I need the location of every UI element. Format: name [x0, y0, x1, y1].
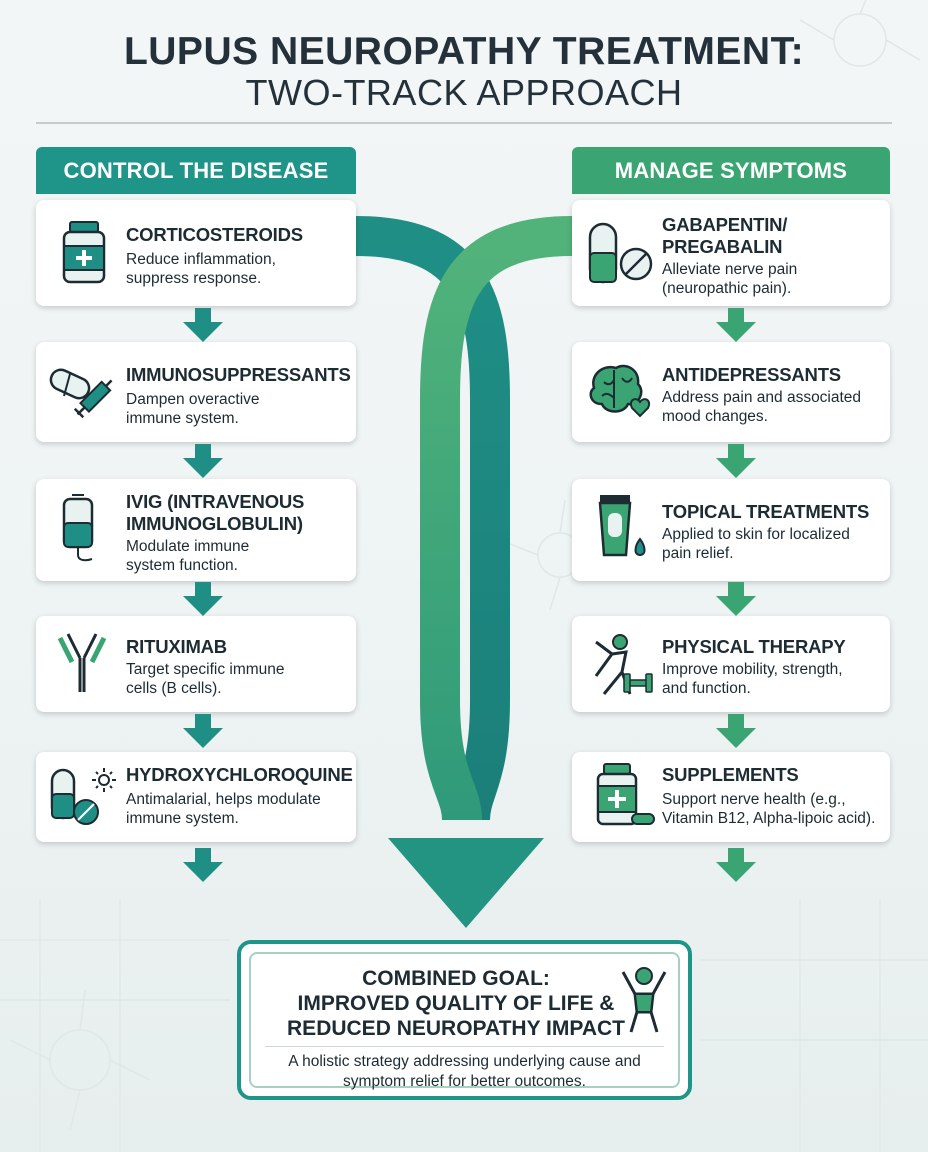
card-topical-treatments: TOPICAL TREATMENTS Applied to skin for l…	[572, 479, 890, 581]
card-rituximab: RITUXIMAB Target specific immune cells (…	[36, 616, 356, 712]
green-flow-arrow	[420, 216, 573, 822]
card-description: Antimalarial, helps modulate immune syst…	[126, 791, 321, 827]
exercise-icon	[594, 634, 653, 695]
card-description: Target specific immune cells (B cells).	[126, 661, 285, 697]
card-supplements: SUPPLEMENTS Support nerve health (e.g., …	[572, 752, 890, 842]
card-title: IVIG (INTRAVENOUS IMMUNOGLOBULIN)	[126, 491, 305, 534]
card-gabapentin: GABAPENTIN/ PREGABALIN Alleviate nerve p…	[572, 200, 890, 306]
goal-description: A holistic strategy addressing underlyin…	[288, 1053, 641, 1090]
card-title: IMMUNOSUPPRESSANTS	[126, 364, 351, 385]
antibody-icon	[57, 633, 107, 692]
capsule-tablet-icon	[588, 222, 653, 284]
down-arrow	[716, 582, 756, 616]
down-arrow	[183, 444, 223, 478]
down-arrow	[716, 848, 756, 882]
card-immunosuppressants: IMMUNOSUPPRESSANTS Dampen overactive imm…	[36, 342, 356, 442]
brain-heart-icon	[589, 364, 650, 418]
medicine-bottle-icon	[62, 221, 106, 284]
pill-syringe-icon	[49, 368, 113, 419]
card-description: Support nerve health (e.g., Vitamin B12,…	[662, 791, 876, 827]
down-arrow	[183, 582, 223, 616]
card-description: Reduce inflammation, suppress response.	[126, 251, 276, 287]
card-description: Alleviate nerve pain (neuropathic pain).	[662, 261, 798, 297]
card-title: TOPICAL TREATMENTS	[662, 501, 870, 522]
card-description: Address pain and associated mood changes…	[662, 389, 862, 425]
combined-goal-box: COMBINED GOAL: IMPROVED QUALITY OF LIFE …	[237, 940, 692, 1100]
page-title: LUPUS NEUROPATHY TREATMENT:	[123, 30, 805, 73]
title-divider	[36, 122, 892, 124]
pill-sun-icon	[50, 768, 116, 825]
card-title: GABAPENTIN/ PREGABALIN	[662, 214, 788, 257]
card-description: Applied to skin for localized pain relie…	[662, 526, 850, 562]
card-title: RITUXIMAB	[126, 636, 227, 657]
card-corticosteroids: CORTICOSTEROIDS Reduce inflammation, sup…	[36, 200, 356, 306]
card-title: CORTICOSTEROIDS	[126, 224, 303, 245]
iv-bag-icon	[62, 494, 94, 562]
card-antidepressants: ANTIDEPRESSANTS Address pain and associa…	[572, 342, 890, 442]
down-arrow	[716, 308, 756, 342]
card-ivig: IVIG (INTRAVENOUS IMMUNOGLOBULIN) Modula…	[36, 479, 356, 581]
card-description: Improve mobility, strength, and function…	[662, 661, 843, 697]
down-arrow	[183, 308, 223, 342]
card-physical-therapy: PHYSICAL THERAPY Improve mobility, stren…	[572, 616, 890, 712]
goal-divider	[265, 1046, 664, 1047]
down-arrow	[183, 714, 223, 748]
supplement-bottle-icon	[596, 763, 655, 826]
right-track-header: MANAGE SYMPTOMS	[572, 147, 890, 194]
down-arrow	[716, 714, 756, 748]
card-hydroxychloroquine: HYDROXYCHLOROQUINE Antimalarial, helps m…	[36, 752, 356, 842]
down-arrow	[183, 848, 223, 882]
card-title: ANTIDEPRESSANTS	[662, 364, 841, 385]
goal-inner-frame	[249, 952, 680, 1088]
goal-title: COMBINED GOAL: IMPROVED QUALITY OF LIFE …	[287, 967, 625, 1040]
card-title: PHYSICAL THERAPY	[662, 636, 846, 657]
card-title: HYDROXYCHLOROQUINE	[126, 764, 353, 785]
big-arrow-head	[388, 838, 544, 928]
card-title: SUPPLEMENTS	[662, 764, 799, 785]
person-celebrating-icon	[621, 967, 667, 1033]
cream-tube-icon	[598, 495, 646, 557]
down-arrow	[716, 444, 756, 478]
teal-flow-arrow	[355, 216, 510, 822]
card-description: Modulate immune system function.	[126, 538, 250, 574]
card-description: Dampen overactive immune system.	[126, 391, 260, 427]
page-subtitle: TWO-TRACK APPROACH	[245, 72, 683, 113]
left-track-header: CONTROL THE DISEASE	[36, 147, 356, 194]
